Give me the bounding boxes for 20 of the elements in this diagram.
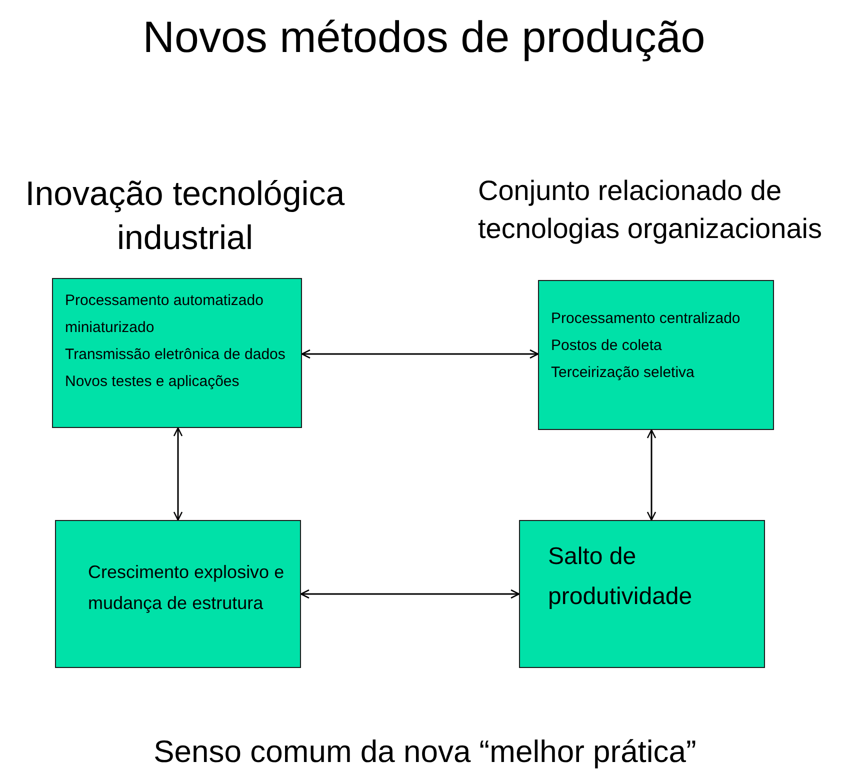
process-box xyxy=(519,520,765,668)
box-text: Postos de coleta xyxy=(551,336,663,356)
process-box xyxy=(538,280,774,430)
double-arrow xyxy=(173,427,183,521)
box-text: Salto de produtividade xyxy=(548,542,694,612)
double-arrow xyxy=(300,589,520,599)
box-text: Crescimento explosivo e mudança de estrutura xyxy=(88,561,286,615)
double-arrow xyxy=(301,349,539,359)
box-text: Transmissão eletrônica de dados xyxy=(65,345,286,365)
heading-label: Senso comum da nova “melhor prática” xyxy=(152,733,698,771)
box-text: Terceirização seletiva xyxy=(551,363,696,383)
box-text: Processamento centralizado xyxy=(551,309,742,329)
heading-label: Conjunto relacionado de tecnologias organizacionais xyxy=(478,174,823,246)
process-box xyxy=(55,520,301,668)
title: Novos métodos de produção xyxy=(142,12,706,64)
box-text: Processamento automatizado miniaturizado xyxy=(65,291,264,338)
box-text: Novos testes e aplicações xyxy=(65,372,240,392)
heading-label: Inovação tecnológica industrial xyxy=(24,174,346,259)
process-box xyxy=(52,278,302,428)
double-arrow xyxy=(646,429,656,521)
